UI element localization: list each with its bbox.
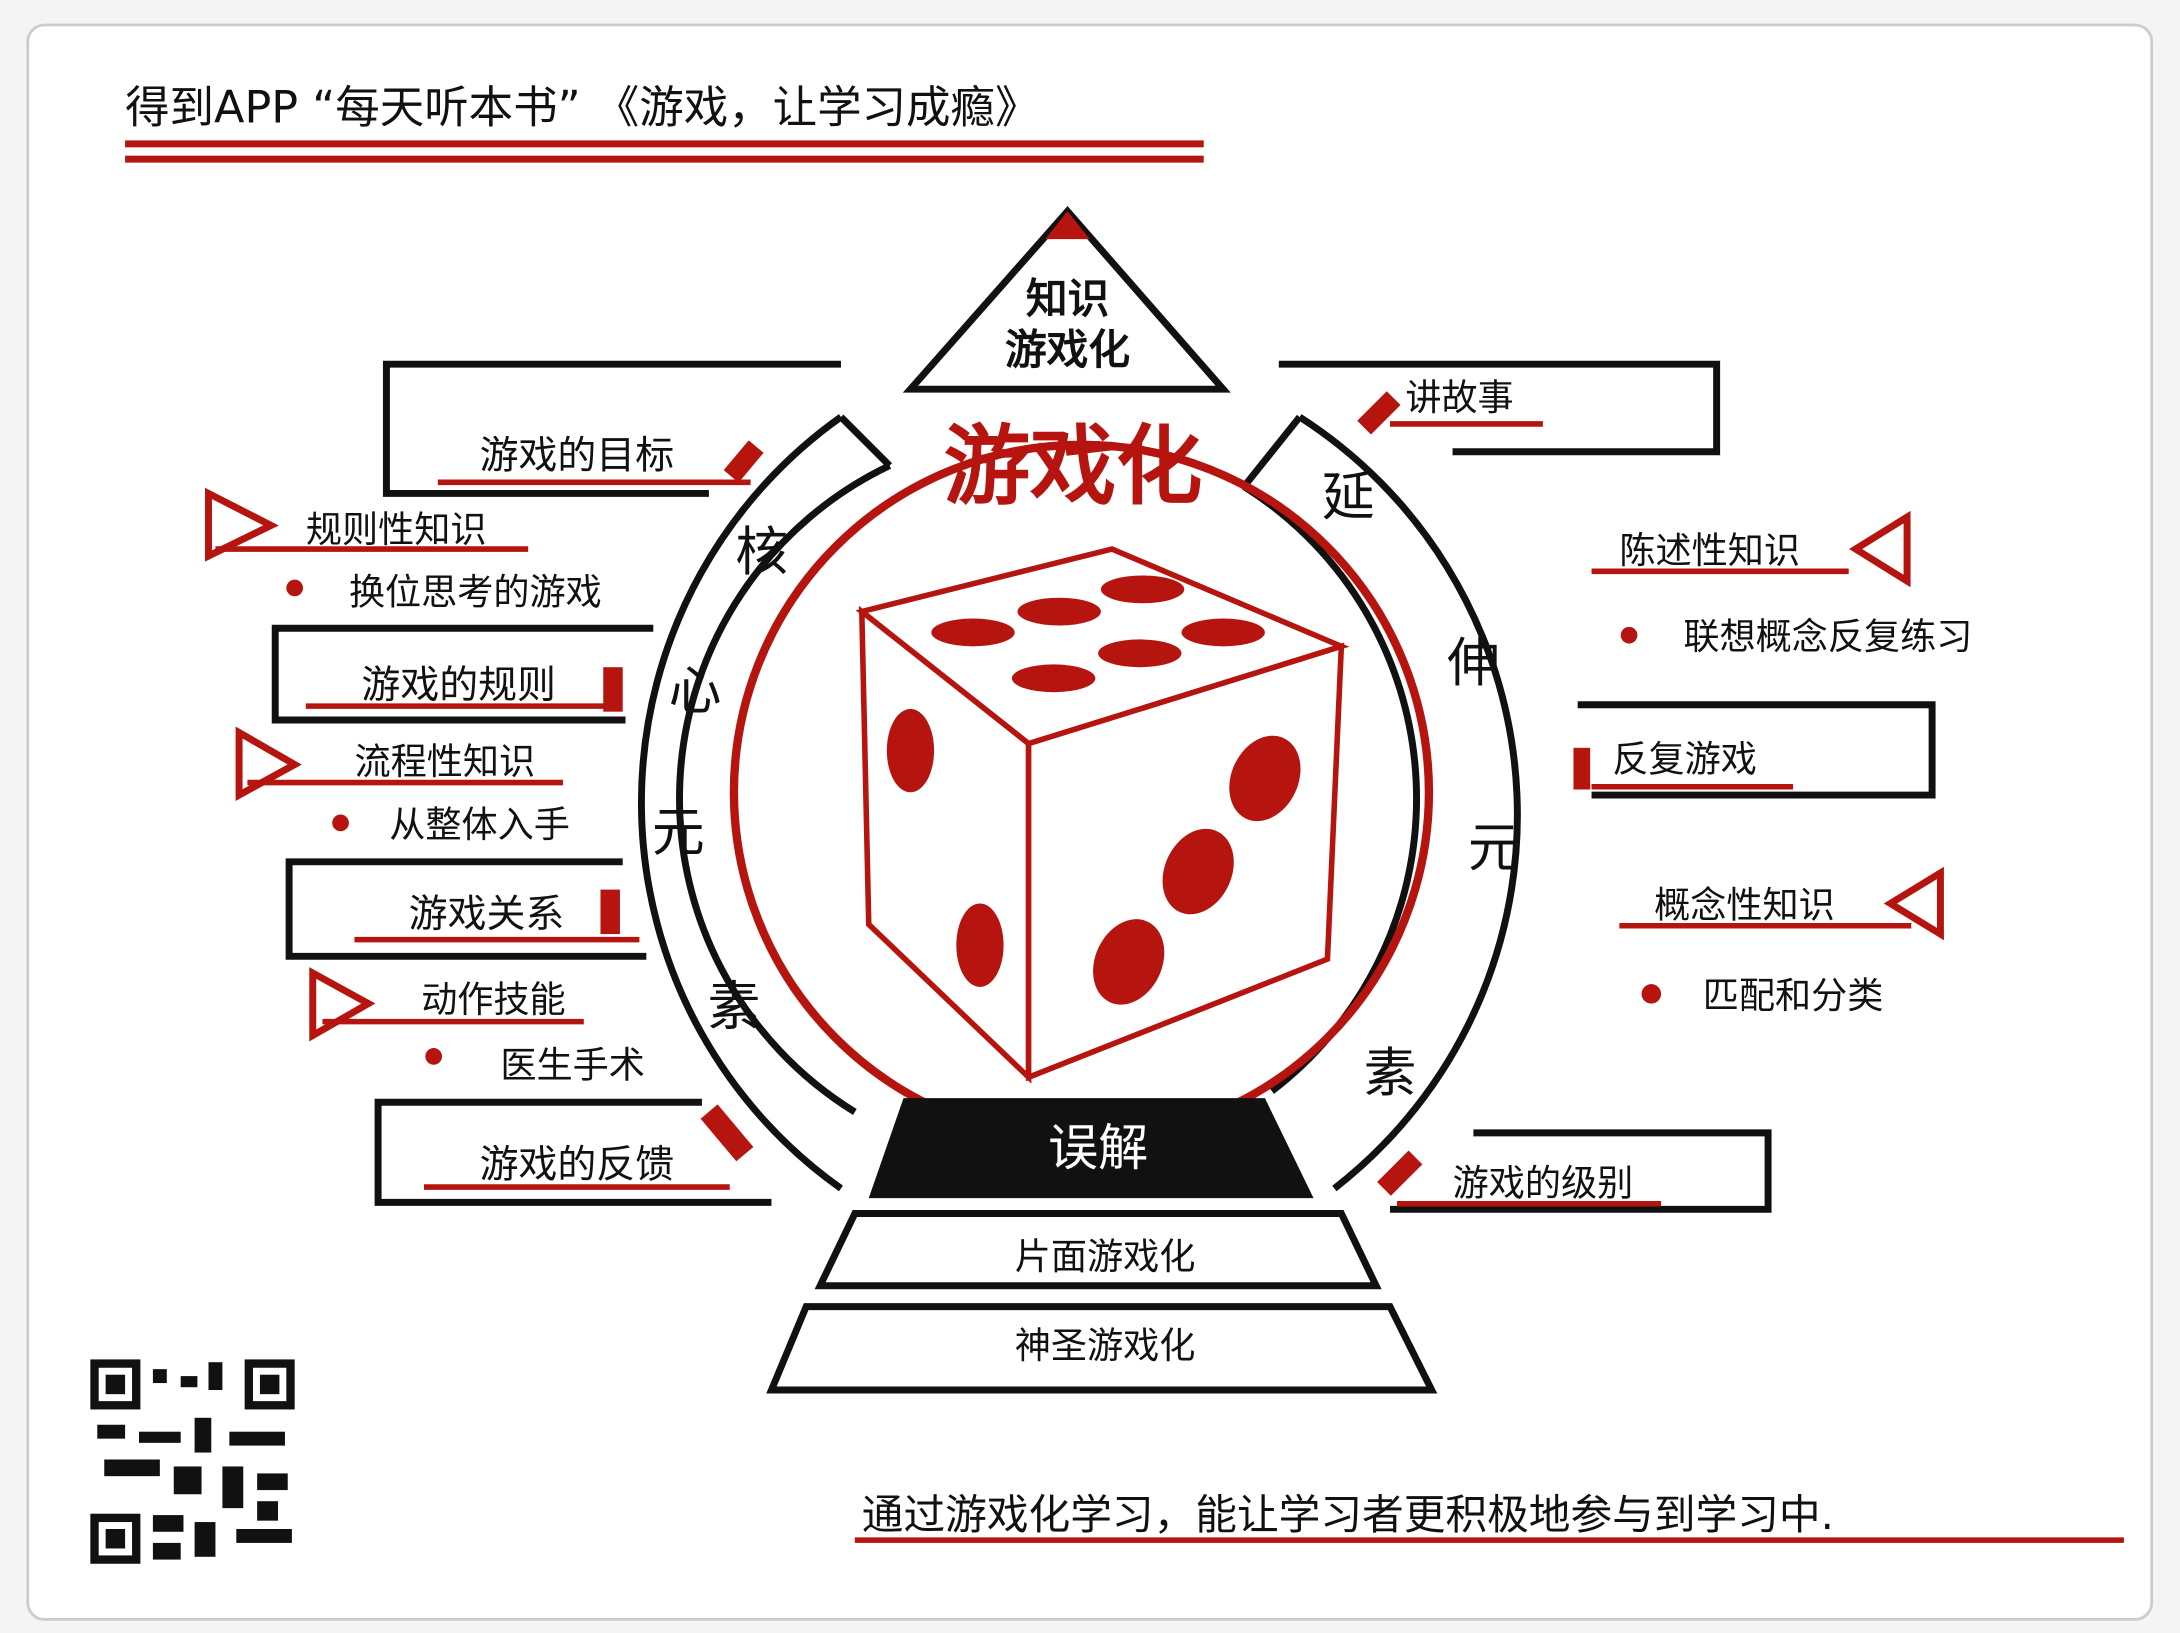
ext-char: 伸 [1447,633,1500,694]
misunderstanding-title: 误解 [1048,1119,1148,1177]
knowledge-example: 从整体入手 [389,803,570,846]
knowledge-label: 规则性知识 [306,508,487,551]
level-label: 片面游戏化 [1015,1235,1196,1278]
knowledge-item: 动作技能 医生手术 [309,967,645,1086]
hatched-triangle-icon [1883,866,1944,941]
extended-item: 反复游戏 [1573,701,1936,799]
knowledge-label: 陈述性知识 [1619,529,1800,572]
core-char: 心 [669,661,722,722]
core-char: 素 [708,976,761,1037]
core-item: 游戏的规则 [271,624,654,724]
knowledge-label: 概念性知识 [1654,883,1835,926]
extended-item-label: 讲故事 [1405,376,1513,419]
top-line2: 游戏化 [1005,325,1130,374]
bullet-icon [425,1048,443,1065]
knowledge-example: 联想概念反复练习 [1683,615,1972,658]
core-item-label: 游戏关系 [409,892,565,937]
core-item-label: 游戏的反馈 [480,1142,675,1187]
knowledge-gamification-triangle [902,206,1231,393]
hatched-triangle-icon [205,487,279,562]
ext-char: 素 [1364,1043,1417,1104]
knowledge-example: 换位思考的游戏 [349,571,602,614]
bullet-icon [332,814,349,832]
core-item-label: 游戏的目标 [480,433,675,478]
core-item-label: 游戏的规则 [361,663,556,708]
level-block [814,1209,1382,1290]
ext-char: 元 [1468,818,1521,879]
level-label: 神圣游戏化 [1015,1324,1196,1367]
core-elements-label: 核 心 元 素 [652,522,788,1038]
extended-item-label: 游戏的级别 [1453,1161,1634,1204]
knowledge-item: 流程性知识 从整体入手 [235,726,570,846]
core-item: 游戏的目标 [382,360,841,497]
knowledge-item: 概念性知识 匹配和分类 [1619,866,1944,1017]
level-block [766,1303,1438,1394]
knowledge-example: 医生手术 [500,1043,645,1086]
footer-summary: 通过游戏化学习，能让学习者更积极地参与到学习中. [862,1490,1834,1539]
core-item: 游戏关系 [285,858,647,960]
extended-elements-label: 延 伸 元 素 [1322,466,1521,1104]
bullet-icon [1620,626,1638,644]
core-item: 游戏的反馈 [374,1098,772,1206]
extended-item-label: 反复游戏 [1612,737,1756,780]
dice-icon [855,546,1350,1084]
core-char: 元 [652,803,705,864]
extended-item: 游戏的级别 [1377,1129,1772,1213]
core-char: 核 [735,522,788,583]
knowledge-item: 规则性知识 换位思考的游戏 [205,487,602,614]
knowledge-label: 动作技能 [421,978,566,1021]
header-title: 得到APP “每天听本书” 《游戏，让学习成瘾》 [125,82,1039,133]
header-underline [125,140,1204,148]
hatched-triangle-icon [1849,510,1911,588]
knowledge-item: 陈述性知识 联想概念反复练习 [1591,510,1972,658]
extended-item: 讲故事 [1278,360,1721,456]
triangle-tip [1045,211,1090,240]
misunderstanding-block [868,1098,1314,1199]
ext-char: 延 [1322,466,1375,527]
bullet-icon [286,579,304,597]
knowledge-label: 流程性知识 [354,740,535,783]
top-line1: 知识 [1026,274,1109,323]
center-title: 游戏化 [944,417,1203,517]
knowledge-example: 匹配和分类 [1703,974,1884,1017]
header-underline [125,155,1204,163]
qr-code [90,1359,295,1564]
bullet-icon [1641,984,1662,1004]
